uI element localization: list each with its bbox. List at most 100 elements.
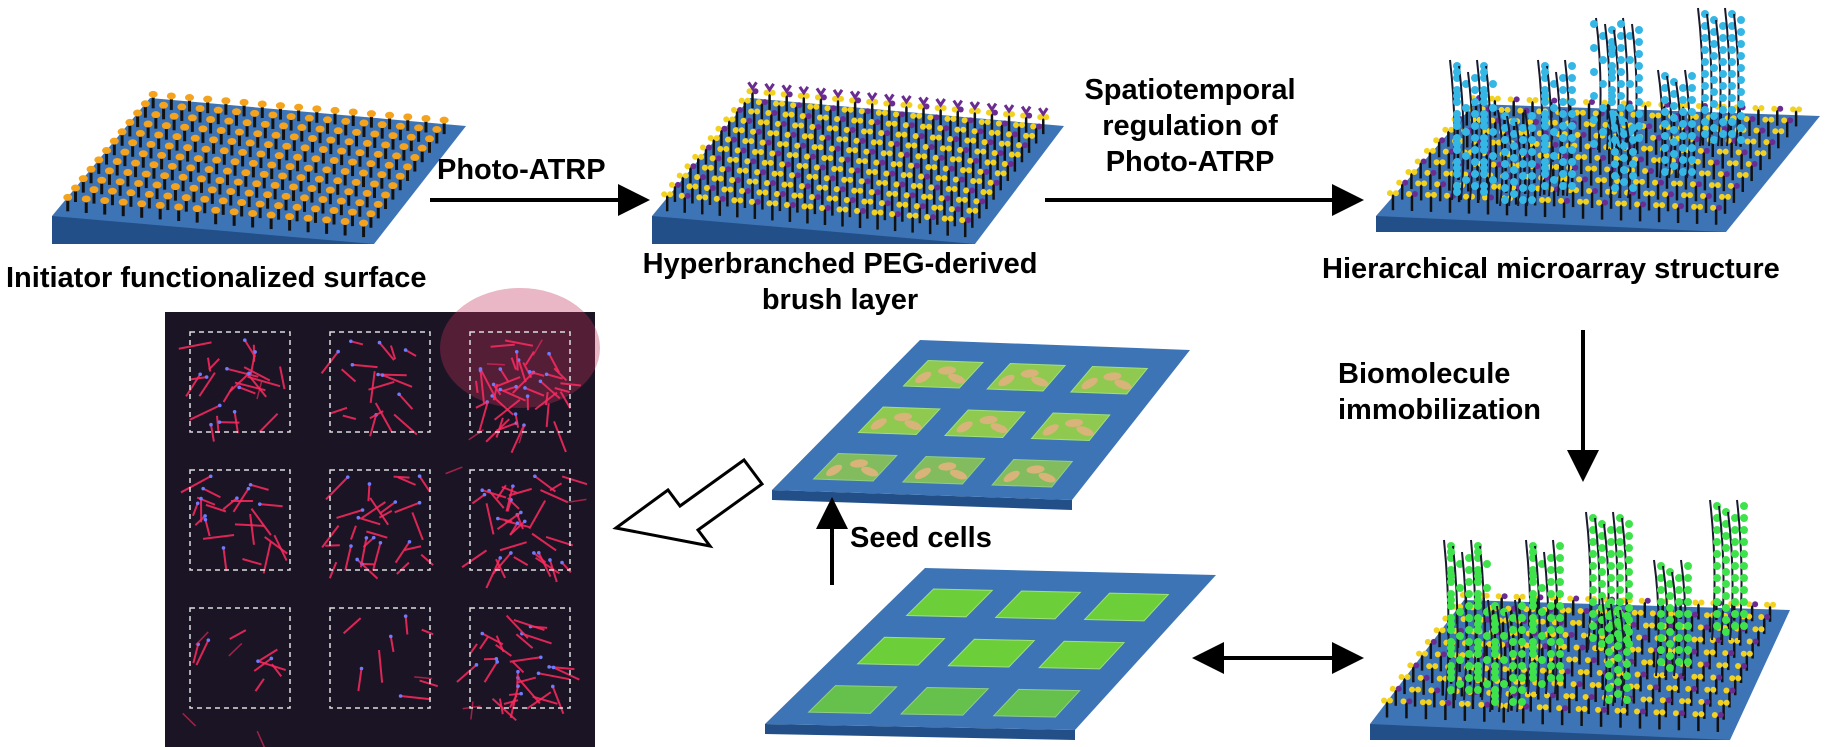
cell-stain-stroke — [535, 556, 561, 575]
polymer-bead — [1541, 182, 1549, 190]
brush-node — [1649, 190, 1656, 197]
polymer-bead — [1489, 128, 1497, 136]
brush-node — [1638, 156, 1645, 163]
polymer-bead — [1483, 656, 1491, 664]
plate-pad — [947, 638, 1036, 668]
cell-stain-stroke — [259, 503, 283, 508]
polymer-bead — [1728, 22, 1736, 30]
brush-node — [980, 148, 987, 155]
polymer-bead — [1547, 566, 1555, 574]
polymer-bead — [1623, 612, 1631, 620]
polymer-bead — [1529, 590, 1537, 598]
nucleus-dot — [393, 500, 398, 504]
brush-node — [812, 173, 819, 180]
brush-yellow-node — [1433, 137, 1440, 144]
polymer-bead — [1491, 614, 1499, 622]
cell-stain-stroke — [475, 380, 479, 393]
polymer-bead — [1447, 644, 1455, 652]
polymer-bead — [1559, 98, 1567, 106]
polymer-bead — [1607, 574, 1615, 582]
brush-node — [1439, 137, 1446, 144]
seeded-cell — [870, 418, 887, 430]
polymer-bead — [1670, 162, 1678, 170]
brush-yellow-node — [792, 122, 799, 129]
polymer-bead — [1684, 634, 1692, 642]
brush-node — [819, 164, 826, 171]
polymer-bead — [1474, 662, 1482, 670]
brush-node — [1768, 116, 1775, 123]
polymer-bead — [1679, 168, 1687, 176]
cell-stain-stroke — [524, 386, 545, 397]
polymer-bead — [1556, 542, 1564, 550]
brush-node — [754, 198, 761, 205]
initiator-dot — [337, 147, 347, 155]
brush-yellow-node — [893, 111, 900, 118]
brush-yellow-node — [1539, 667, 1546, 674]
brush-yellow-node — [811, 144, 818, 151]
brush-yellow-node — [738, 188, 745, 195]
plate-pad — [905, 588, 994, 618]
polymer-bead — [1529, 614, 1537, 622]
polymer-bead — [1679, 120, 1687, 128]
brush-yellow-node — [1433, 627, 1440, 634]
brush-yellow-node — [888, 140, 895, 147]
polymer-bead — [1465, 566, 1473, 574]
nucleus-dot — [217, 403, 222, 408]
brush-layer-panel — [652, 81, 1064, 244]
brush-node — [976, 178, 983, 185]
initiator-dot — [417, 144, 427, 152]
initiator-dot — [366, 160, 376, 168]
brush-node — [667, 191, 674, 198]
brush-node — [800, 142, 807, 149]
brush-node — [1724, 193, 1731, 200]
brush-yellow-node — [816, 114, 823, 121]
brush-node — [804, 183, 811, 190]
polymer-bead — [1447, 614, 1455, 622]
polymer-bead — [1722, 580, 1730, 588]
cell-stain-stroke — [521, 632, 552, 645]
brush-node — [779, 191, 786, 198]
brush-node — [1000, 170, 1007, 177]
brush-yellow-node — [731, 197, 738, 204]
polymer-bead — [1529, 602, 1537, 610]
brush-yellow-node — [1491, 183, 1498, 190]
brush-node — [960, 126, 967, 133]
brush-yellow-node — [756, 189, 763, 196]
brush-node — [705, 144, 712, 151]
biomolecule-label-line2: immobilization — [1338, 394, 1541, 426]
brush-node — [1668, 191, 1675, 198]
brush-yellow-node — [738, 97, 745, 104]
brush-node — [1698, 599, 1705, 606]
nucleus-dot — [360, 508, 365, 512]
initiator-dot — [241, 169, 251, 177]
cell-stain-stroke — [479, 636, 489, 650]
brush-node — [908, 122, 915, 129]
spatiotemporal-label-line3: Photo-ATRP — [1105, 146, 1275, 178]
brush-yellow-node — [1653, 202, 1660, 209]
brush-yellow-node — [1695, 103, 1702, 110]
brush-node — [918, 133, 925, 140]
initiator-dot — [189, 184, 199, 192]
brush-node — [1752, 638, 1759, 645]
initiator-dot — [144, 190, 154, 198]
polymer-bead — [1489, 80, 1497, 88]
dashed-box — [329, 331, 431, 433]
brush-yellow-node — [816, 184, 823, 191]
initiator-dot — [292, 203, 302, 211]
polymer-bead — [1701, 118, 1709, 126]
brush-node — [1665, 697, 1672, 704]
brush-yellow-node — [928, 184, 935, 191]
polymer-bead — [1670, 90, 1678, 98]
polymer-bead — [1722, 616, 1730, 624]
initiator-dot — [123, 168, 133, 176]
initiator-dot — [359, 219, 369, 227]
brush-node — [1392, 190, 1399, 197]
brush-node — [854, 167, 861, 174]
polymer-bead — [1657, 622, 1665, 630]
initiator-dot — [244, 189, 254, 197]
brush-yellow-node — [966, 207, 973, 214]
polymer-bead — [1501, 196, 1509, 204]
brush-yellow-node — [1517, 107, 1524, 114]
brush-node — [1552, 141, 1559, 148]
brush-node — [1542, 704, 1549, 711]
